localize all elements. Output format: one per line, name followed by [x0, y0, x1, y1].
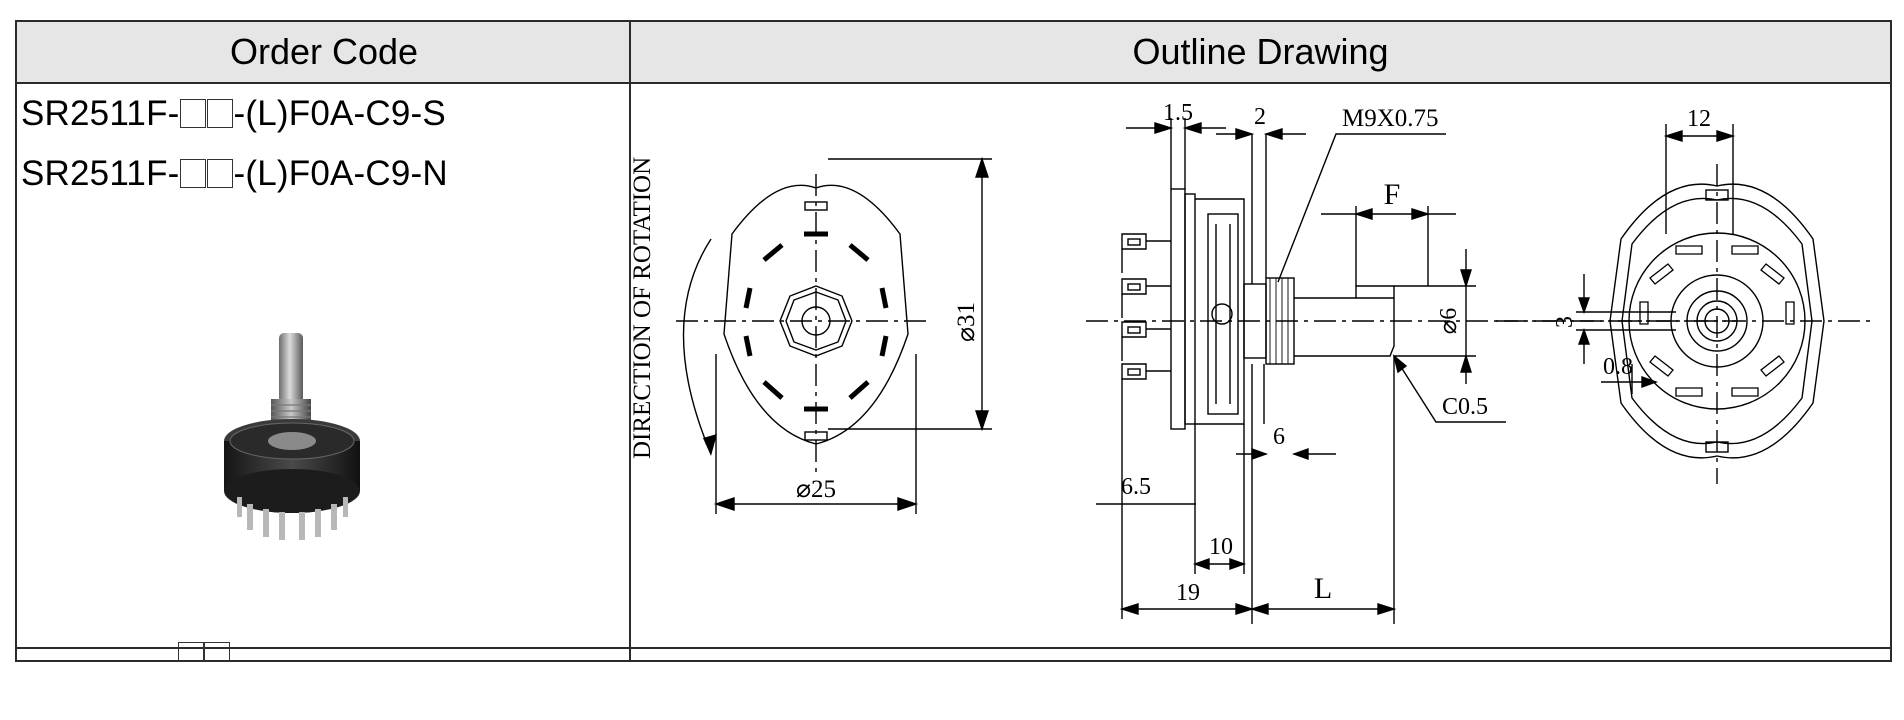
order-code-line-1: SR2511F- -(L)F0A-C9-S	[21, 94, 446, 134]
order-code-prefix: SR2511F-	[21, 94, 180, 133]
spec-table: Order Code Outline Drawing SR2511F- -(L)F…	[15, 20, 1892, 720]
order-code-cell: SR2511F- -(L)F0A-C9-S SR2511F- -(L)F0A-C9-…	[15, 82, 631, 662]
dimension-length: L	[1314, 572, 1332, 605]
front-view: ⌀31 ⌀25	[676, 156, 992, 514]
code-placeholder-box	[207, 159, 234, 188]
rear-view: 12 3 0.8	[1496, 106, 1871, 484]
row-divider	[15, 647, 1892, 649]
code-placeholder-box	[204, 642, 230, 662]
code-placeholder-box	[207, 99, 234, 128]
dimension-dia-body: ⌀31	[953, 302, 980, 342]
rotary-switch-photo	[224, 333, 360, 540]
thread-callout: M9X0.75	[1342, 105, 1439, 132]
rotation-arrow	[682, 238, 712, 455]
dimension-0-8: 0.8	[1603, 354, 1633, 380]
chamfer-callout: C0.5	[1442, 394, 1488, 420]
outline-drawing-cell	[629, 82, 1892, 662]
dimension-f: F	[1384, 178, 1401, 211]
spec-sheet: Order Code Outline Drawing SR2511F- -(L)F…	[15, 20, 1892, 662]
header-order-code-label: Order Code	[229, 31, 419, 72]
code-placeholder-box	[180, 159, 207, 188]
dimension-6: 6	[1273, 424, 1285, 450]
order-code-line-2: SR2511F- -(L)F0A-C9-N	[21, 154, 448, 194]
dimension-3: 3	[1552, 316, 1578, 328]
dimension-12: 12	[1687, 106, 1711, 132]
rotation-label: DIRECTION OF ROTATION	[629, 157, 656, 459]
dimension-1-5: 1.5	[1163, 100, 1193, 126]
order-code-suffix: -(L)F0A-C9-S	[233, 94, 446, 133]
header-outline-drawing-label: Outline Drawing	[1132, 31, 1389, 72]
order-code-prefix: SR2511F-	[21, 154, 180, 193]
code-placeholder-box	[178, 642, 204, 662]
dimension-2: 2	[1254, 104, 1266, 130]
outline-drawing: DIRECTION OF ROTATION ⌀31	[629, 100, 1871, 624]
order-code-suffix: -(L)F0A-C9-N	[233, 154, 448, 193]
dimension-dia-flange: ⌀25	[796, 476, 836, 503]
code-placeholder-box	[180, 99, 207, 128]
dimension-6-5: 6.5	[1121, 474, 1151, 500]
header-order-code: Order Code	[15, 20, 631, 84]
dimension-10: 10	[1209, 534, 1233, 560]
header-outline-drawing: Outline Drawing	[629, 20, 1892, 84]
dimension-dia-shaft: ⌀6	[1436, 308, 1462, 334]
side-view: 1.5 2 M9X0.75 F ⌀6 C0.5	[1086, 100, 1736, 624]
next-row-cropped	[178, 640, 248, 662]
arrowhead-icon	[703, 434, 717, 456]
dimension-19: 19	[1176, 580, 1200, 606]
